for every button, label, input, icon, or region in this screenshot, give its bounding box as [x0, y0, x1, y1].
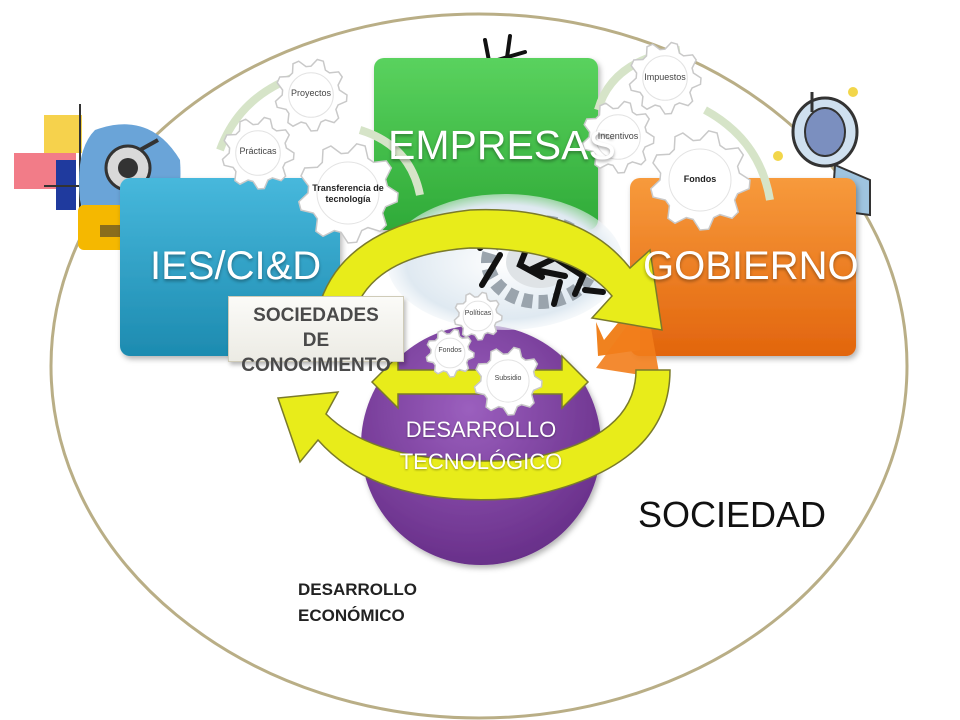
gear-proyectos — [274, 58, 348, 132]
gear-incentivos — [581, 100, 655, 174]
gear-subsidio-shape — [473, 346, 543, 416]
gear-proyectos-hub — [288, 72, 334, 118]
gear-practicas — [221, 116, 295, 190]
corner-decoration — [14, 104, 118, 210]
gear-fondos-right-shape — [649, 129, 751, 231]
empresas-box — [374, 58, 598, 230]
gear-impuestos-hub — [642, 55, 688, 101]
gear-cluster-center — [425, 291, 543, 416]
gear-practicas-hub — [235, 130, 281, 176]
gear-incentivos-hub — [595, 114, 641, 160]
gear-politicas — [453, 291, 503, 341]
society-ellipse — [49, 12, 909, 720]
gear-impuestos — [628, 41, 702, 115]
gear-subsidio-hub — [486, 359, 530, 403]
gear-fondos-center-hub — [434, 337, 466, 369]
gear-cluster-right — [581, 41, 774, 231]
gear-transfer-shape — [297, 142, 399, 244]
gear-subsidio — [473, 346, 543, 416]
gear-fondos-center — [425, 328, 475, 378]
gear-politicas-shape — [453, 291, 503, 341]
gear-practicas-shape — [221, 116, 295, 190]
gear-proyectos-shape — [274, 58, 348, 132]
gear-politicas-hub — [462, 300, 494, 332]
gear-impuestos-shape — [628, 41, 702, 115]
gear-incentivos-shape — [581, 100, 655, 174]
gobierno-box — [630, 178, 856, 356]
gear-transfer-hub — [316, 161, 380, 225]
gear-fondos-right — [649, 129, 751, 231]
gear-fondos-center-shape — [425, 328, 475, 378]
gear-cluster-left — [216, 58, 424, 244]
gear-fondos-right-hub — [668, 148, 732, 212]
gear-transferencia — [297, 142, 399, 244]
